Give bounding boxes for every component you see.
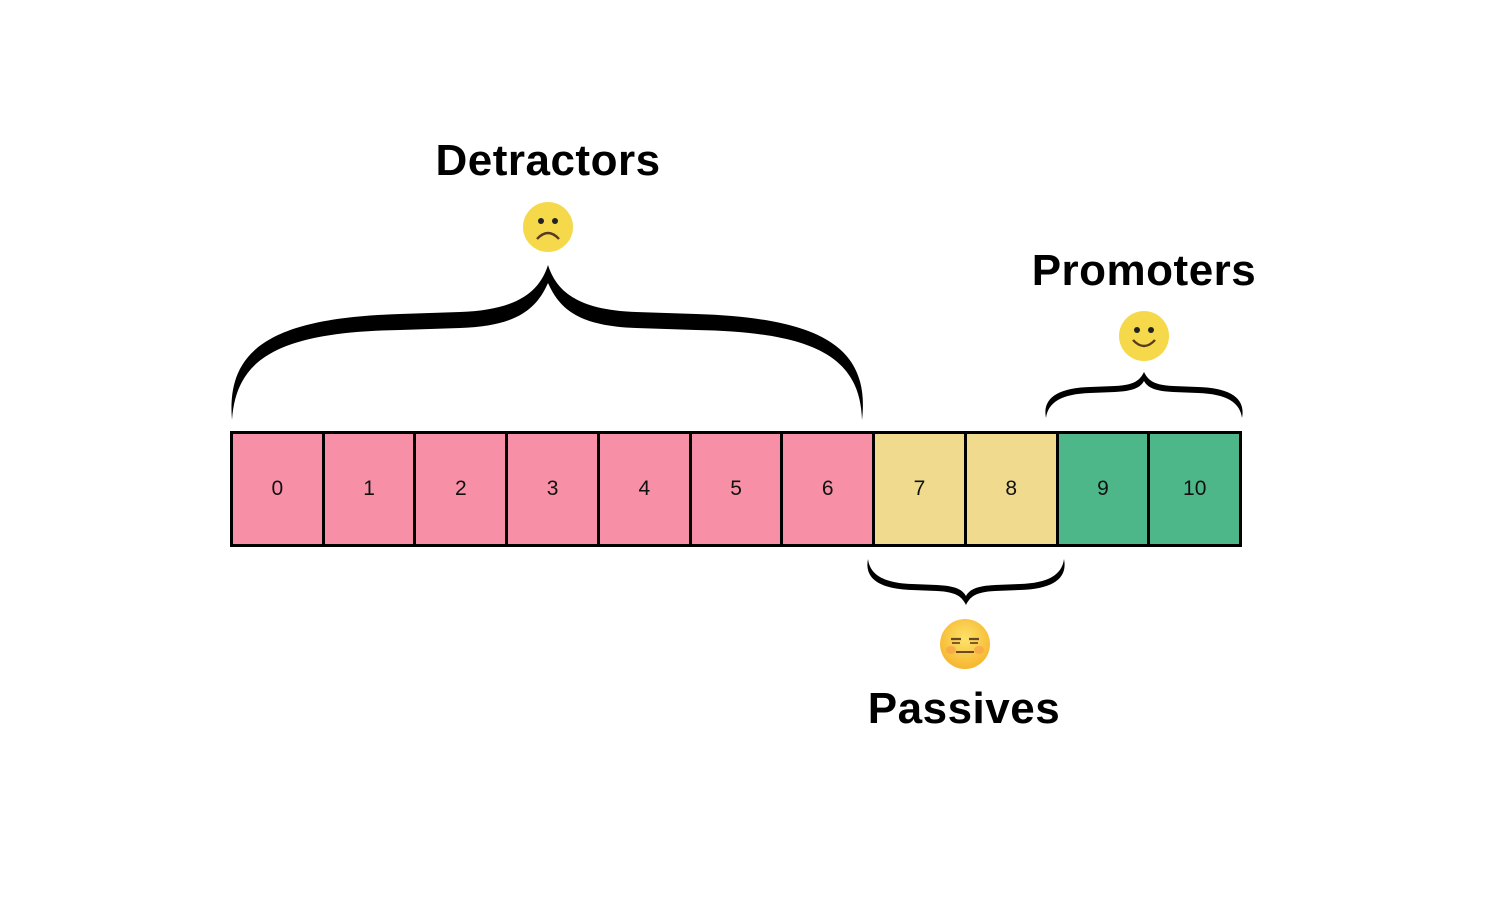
score-scale: 0 1 2 3 4 5 6 7 8 9 10 bbox=[230, 431, 1242, 547]
score-label: 7 bbox=[913, 477, 926, 500]
score-cell-8: 8 bbox=[966, 434, 1059, 544]
score-cell-9: 9 bbox=[1058, 434, 1151, 544]
score-label: 2 bbox=[454, 477, 467, 500]
score-label: 9 bbox=[1097, 477, 1109, 500]
detractors-title: Detractors bbox=[435, 136, 661, 185]
score-cell-10: 10 bbox=[1150, 434, 1240, 544]
score-cell-2: 2 bbox=[416, 434, 509, 544]
score-cell-0: 0 bbox=[233, 434, 325, 544]
score-label: 10 bbox=[1183, 477, 1207, 500]
frowning-face-icon bbox=[523, 202, 573, 252]
score-label: 0 bbox=[271, 477, 284, 500]
score-label: 5 bbox=[730, 477, 742, 500]
promoters-title: Promoters bbox=[1031, 246, 1257, 295]
score-cell-6: 6 bbox=[783, 434, 876, 544]
passives-brace bbox=[867, 559, 1065, 605]
score-cell-4: 4 bbox=[599, 434, 692, 544]
score-label: 3 bbox=[546, 477, 559, 500]
score-cell-1: 1 bbox=[324, 434, 417, 544]
unamused-face-icon bbox=[940, 619, 990, 669]
score-label: 6 bbox=[821, 477, 834, 500]
score-cell-7: 7 bbox=[875, 434, 967, 544]
smiling-face-icon bbox=[1119, 311, 1169, 361]
score-cell-5: 5 bbox=[691, 434, 784, 544]
detractors-brace bbox=[231, 265, 863, 420]
passives-title: Passives bbox=[867, 684, 1061, 733]
score-cell-3: 3 bbox=[508, 434, 600, 544]
promoters-brace bbox=[1045, 372, 1243, 418]
score-label: 1 bbox=[363, 477, 375, 500]
score-label: 4 bbox=[638, 477, 651, 500]
score-label: 8 bbox=[1005, 477, 1018, 500]
